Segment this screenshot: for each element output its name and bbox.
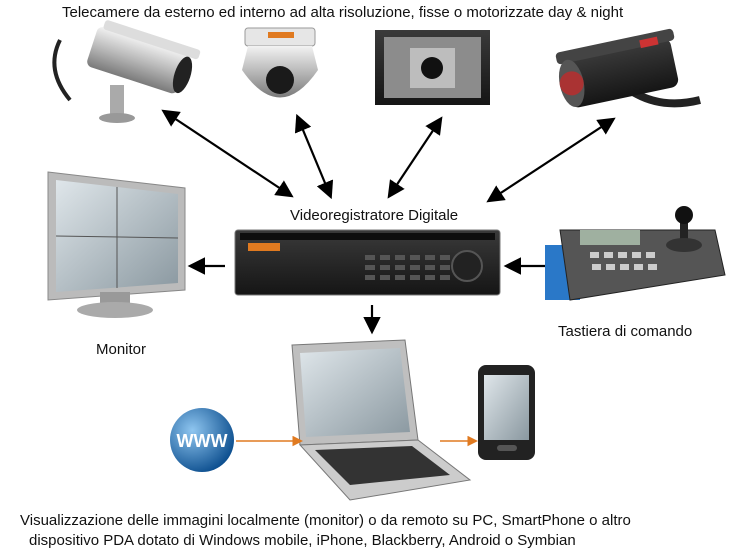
monitor-label: Monitor	[96, 341, 147, 358]
dome-camera-icon	[242, 27, 318, 98]
keyboard-label: Tastiera di comando	[558, 323, 693, 340]
monitor-icon	[47, 171, 186, 318]
diagram-title: Telecamere da esterno ed interno ad alta…	[62, 4, 624, 21]
caption-line-1: Visualizzazione delle immagini localment…	[20, 512, 631, 529]
control-keyboard-icon	[545, 206, 726, 301]
camera-link-arrows	[161, 109, 616, 203]
laptop-icon	[291, 339, 472, 501]
dvr-output-arrows	[187, 257, 545, 335]
www-globe-icon: WWW	[170, 408, 234, 472]
bullet-camera-icon	[52, 20, 201, 123]
svg-text:WWW: WWW	[177, 431, 228, 451]
ir-camera-icon	[555, 28, 701, 108]
caption-line-2: dispositivo PDA dotato di Windows mobile…	[29, 532, 576, 549]
dvr-label: Videoregistratore Digitale	[290, 207, 459, 224]
smartphone-icon	[478, 365, 535, 460]
dvr-icon	[234, 229, 501, 296]
wall-camera-icon	[375, 30, 490, 105]
